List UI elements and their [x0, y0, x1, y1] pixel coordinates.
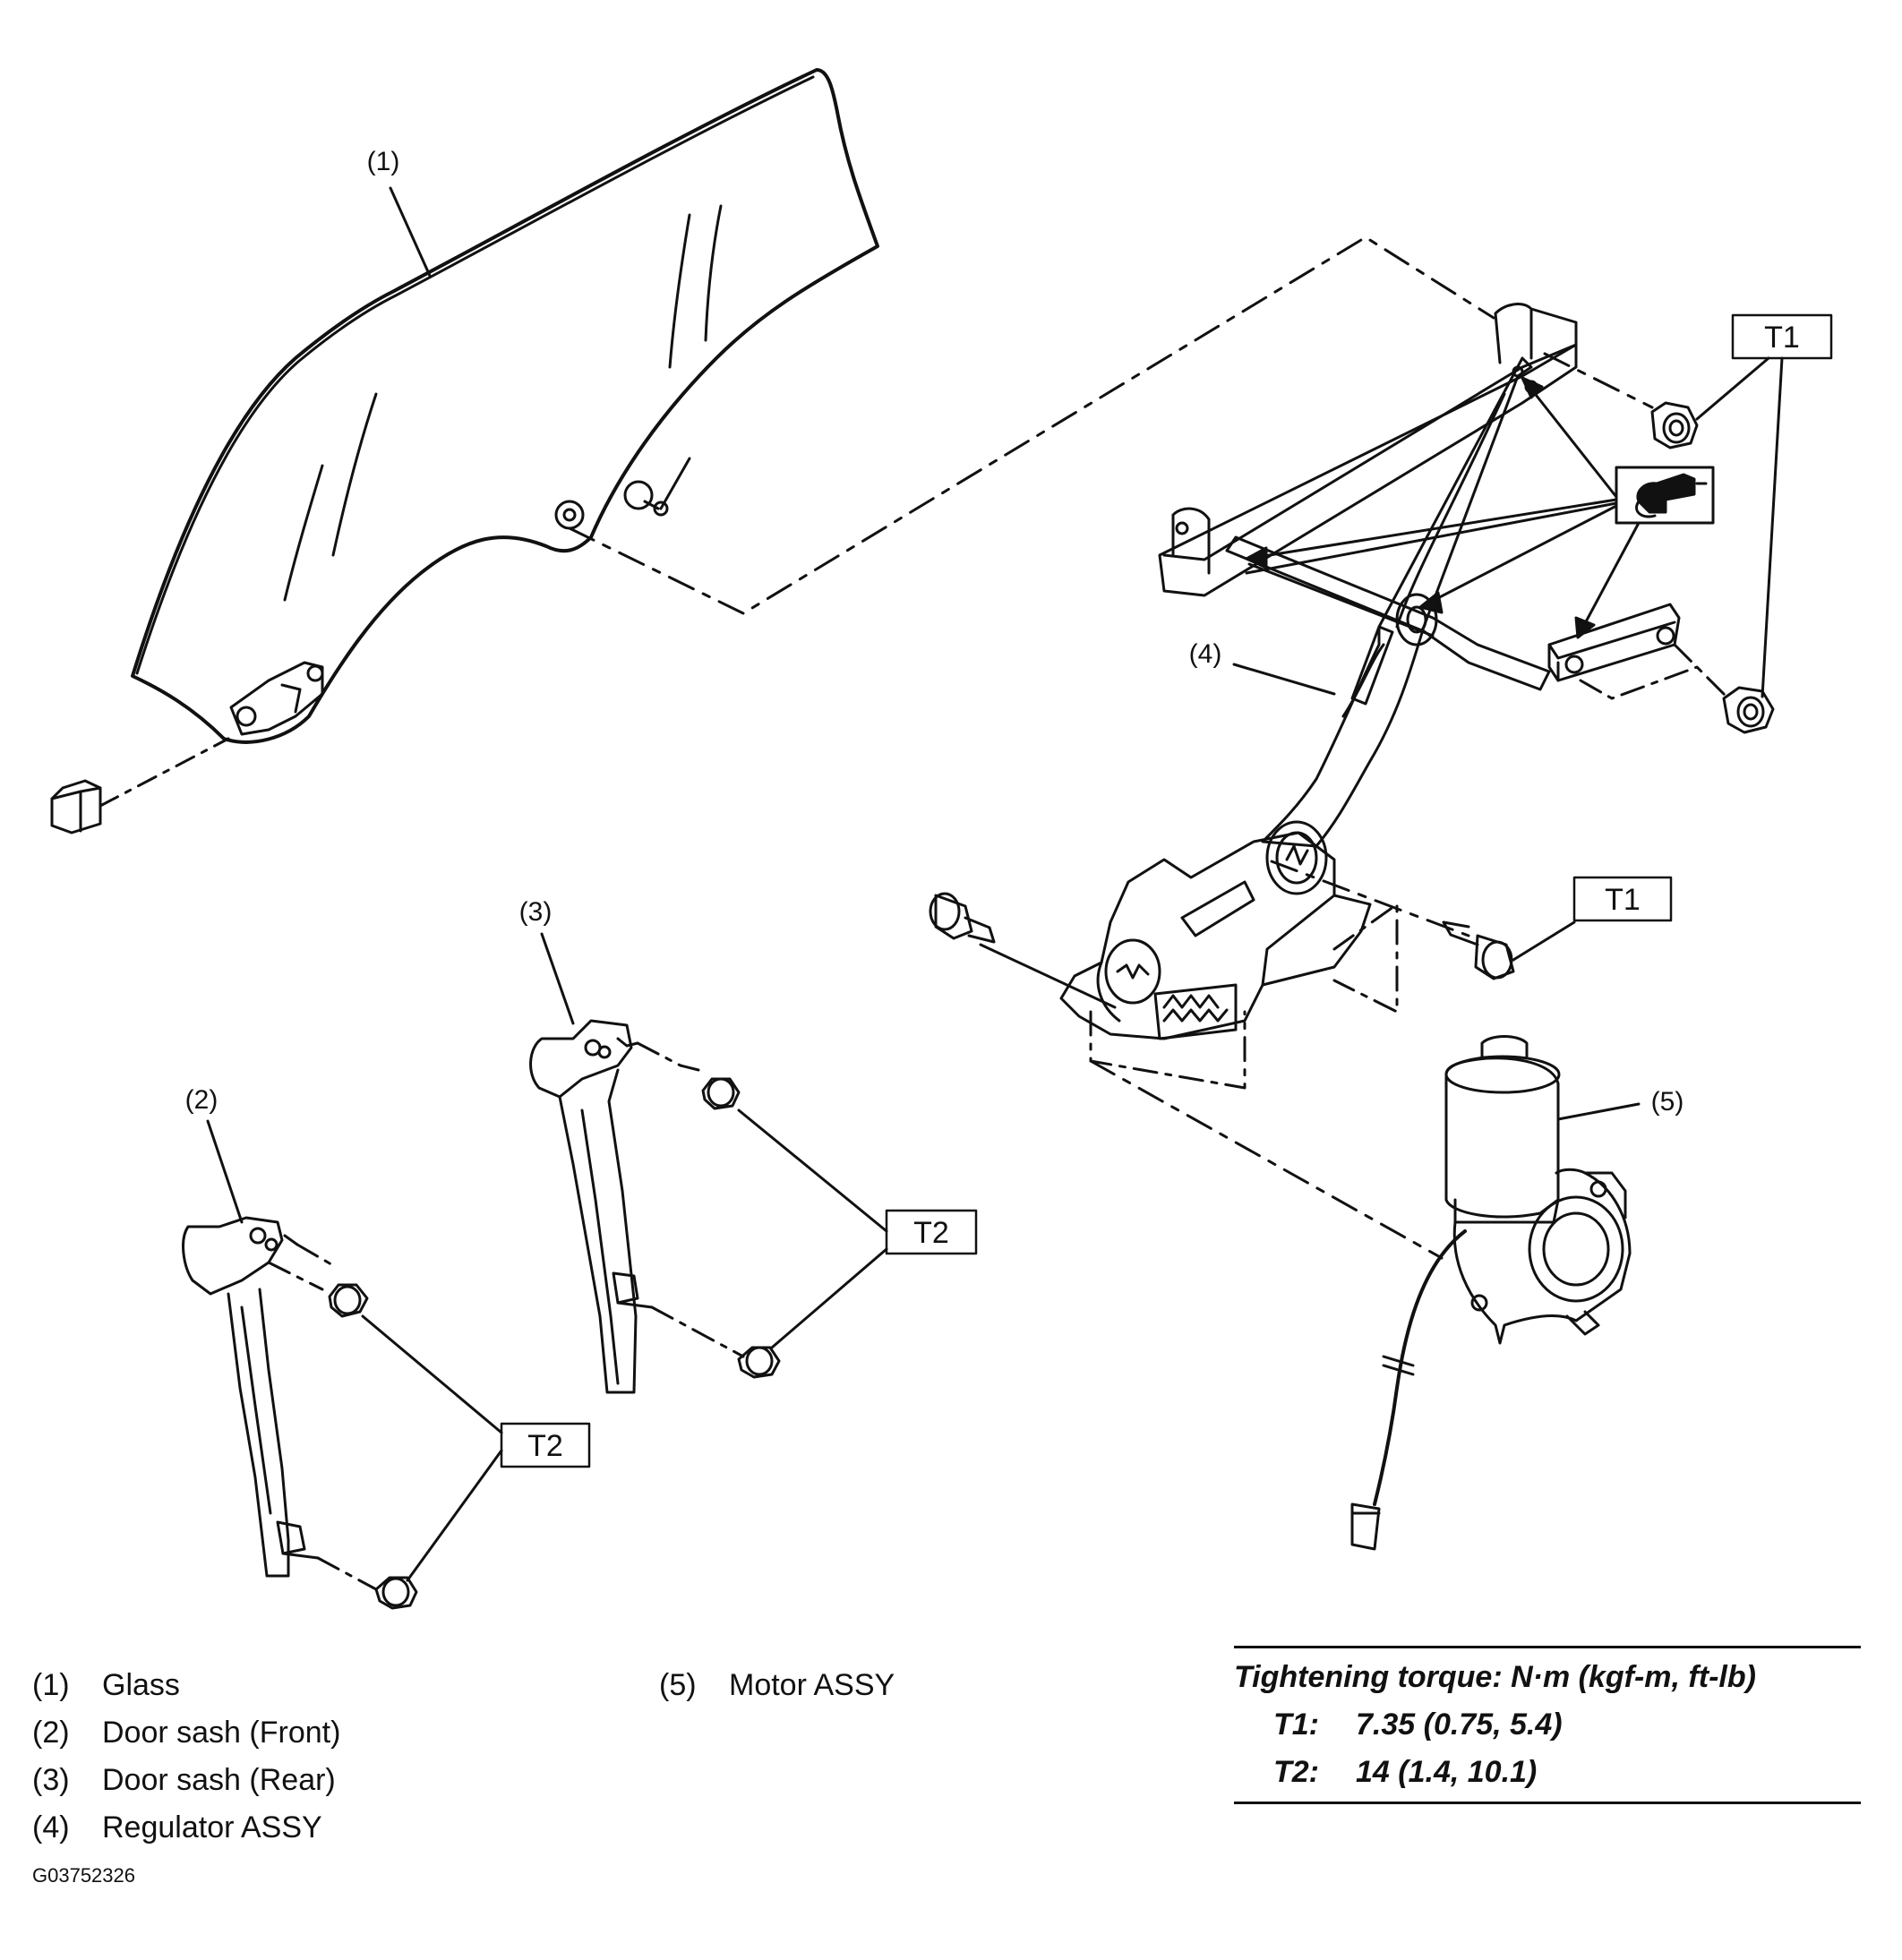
- leader-clip: [99, 737, 230, 808]
- legend-label: Door sash (Front): [102, 1716, 341, 1750]
- legend-number: (2): [32, 1716, 70, 1750]
- door-sash-rear: [529, 1019, 654, 1394]
- leader-2-line: [206, 1119, 244, 1224]
- sash-front-bottom-axis: [316, 1556, 378, 1591]
- leader-5-line: [1556, 1102, 1641, 1121]
- torque-key: T2:: [1273, 1755, 1319, 1789]
- grease-gun-icon: [1615, 466, 1715, 525]
- callout-glass: (1): [367, 147, 400, 176]
- torque-value: 14 (1.4, 10.1): [1356, 1755, 1538, 1789]
- leader-t2-front-bottom: [406, 1449, 503, 1582]
- leader-t2-rear-bottom: [770, 1247, 888, 1349]
- grease-arrow-3: [1245, 501, 1618, 575]
- parts-legend-column-2: (5) Motor ASSY: [659, 1662, 895, 1709]
- callout-sash-front: (2): [185, 1085, 218, 1115]
- legend-item: (1) Glass: [32, 1662, 340, 1709]
- legend-number: (1): [32, 1668, 70, 1702]
- leader-t1-top-a: [1695, 356, 1770, 421]
- regulator-nut-top: [1650, 401, 1699, 449]
- cable-clamp: [1382, 1355, 1415, 1376]
- leader-t1-bottom: [1512, 920, 1576, 962]
- leader-4-line: [1232, 663, 1336, 696]
- legend-label: Door sash (Rear): [102, 1763, 336, 1797]
- torque-row-t1: T1: 7.35 (0.75, 5.4): [1234, 1701, 1861, 1749]
- torque-tag-t2-front: T2: [500, 1422, 591, 1468]
- leader-3-line: [540, 932, 575, 1025]
- legend-number: (4): [32, 1810, 70, 1844]
- leader-t1-top-b: [1761, 356, 1784, 698]
- table-top-rule: [1234, 1646, 1861, 1648]
- legend-label: Motor ASSY: [729, 1668, 895, 1702]
- legend-label: Glass: [102, 1668, 180, 1702]
- grease-arrow-4: [1429, 504, 1618, 603]
- torque-tag-t1-top: T1: [1731, 313, 1833, 360]
- torque-key: T1:: [1273, 1708, 1319, 1742]
- regulator-bolt-right: [1442, 920, 1515, 980]
- callout-sash-rear: (3): [519, 897, 553, 927]
- torque-tag-t1-bottom: T1: [1572, 876, 1673, 922]
- torque-tag-label: T2: [527, 1429, 563, 1463]
- legend-item: (5) Motor ASSY: [659, 1662, 895, 1709]
- door-sash-front: [182, 1216, 320, 1578]
- regulator-bolt-left: [929, 892, 996, 944]
- sash-front-nut-bottom: [374, 1576, 418, 1610]
- grease-arrow-1: [1528, 385, 1618, 499]
- motor-cable: [1373, 1229, 1467, 1506]
- glass-panel: [131, 68, 879, 744]
- torque-tag-label: T2: [913, 1216, 949, 1250]
- leader-1: [659, 457, 691, 510]
- leader-1-line: [389, 186, 432, 278]
- legend-number: (5): [659, 1668, 697, 1702]
- regulator-nut-right: [1722, 686, 1775, 734]
- torque-value: 7.35 (0.75, 5.4): [1356, 1708, 1563, 1742]
- sash-rear-bottom-axis: [650, 1305, 745, 1358]
- regulator-bolt-line: [1332, 903, 1399, 1014]
- parts-legend: (1) Glass (2) Door sash (Front) (3) Door sa…: [32, 1662, 340, 1852]
- bolt-left-axis: [979, 943, 1117, 1009]
- grease-arrow-2: [1256, 498, 1618, 559]
- sash-rear-nut-top: [701, 1077, 741, 1110]
- assembly-line-glass-regulator: [568, 235, 1495, 615]
- nut-top-axis: [1543, 352, 1654, 409]
- regulator-motor-box: [1089, 1010, 1247, 1090]
- sash-front-nut-top: [328, 1283, 369, 1318]
- table-bottom-rule: [1234, 1802, 1861, 1804]
- torque-tag-label: T1: [1605, 883, 1641, 917]
- torque-tag-label: T1: [1764, 321, 1800, 355]
- legend-label: Regulator ASSY: [102, 1810, 322, 1844]
- sash-rear-nut-bottom: [737, 1346, 781, 1379]
- torque-table-title: Tightening torque: N·m (kgf-m, ft-lb): [1234, 1660, 1756, 1694]
- leader-t2-front-top: [361, 1314, 503, 1434]
- bolt-right-axis: [1270, 860, 1470, 937]
- leader-t2-rear-top: [737, 1108, 888, 1233]
- nut-right-axis: [1579, 643, 1730, 700]
- torque-row-t2: T2: 14 (1.4, 10.1): [1234, 1749, 1861, 1796]
- window-motor: [1444, 1035, 1632, 1345]
- legend-item: (4) Regulator ASSY: [32, 1804, 340, 1852]
- motor-connector: [1350, 1502, 1381, 1551]
- sash-front-top-axis: [267, 1243, 338, 1291]
- torque-specification-table: Tightening torque: N·m (kgf-m, ft-lb) T1…: [1234, 1646, 1861, 1804]
- legend-item: (3) Door sash (Rear): [32, 1757, 340, 1804]
- window-regulator: [1059, 303, 1681, 1040]
- figure-code: G03752326: [32, 1864, 135, 1887]
- grease-arrow-5: [1581, 521, 1641, 629]
- legend-number: (3): [32, 1763, 70, 1797]
- callout-regulator: (4): [1189, 639, 1222, 669]
- torque-tag-t2-rear: T2: [885, 1209, 978, 1255]
- callout-motor: (5): [1651, 1087, 1684, 1117]
- assembly-line-motor: [1089, 1059, 1444, 1260]
- glass-clip: [50, 779, 102, 834]
- legend-item: (2) Door sash (Front): [32, 1709, 340, 1757]
- sash-rear-top-axis: [636, 1041, 700, 1072]
